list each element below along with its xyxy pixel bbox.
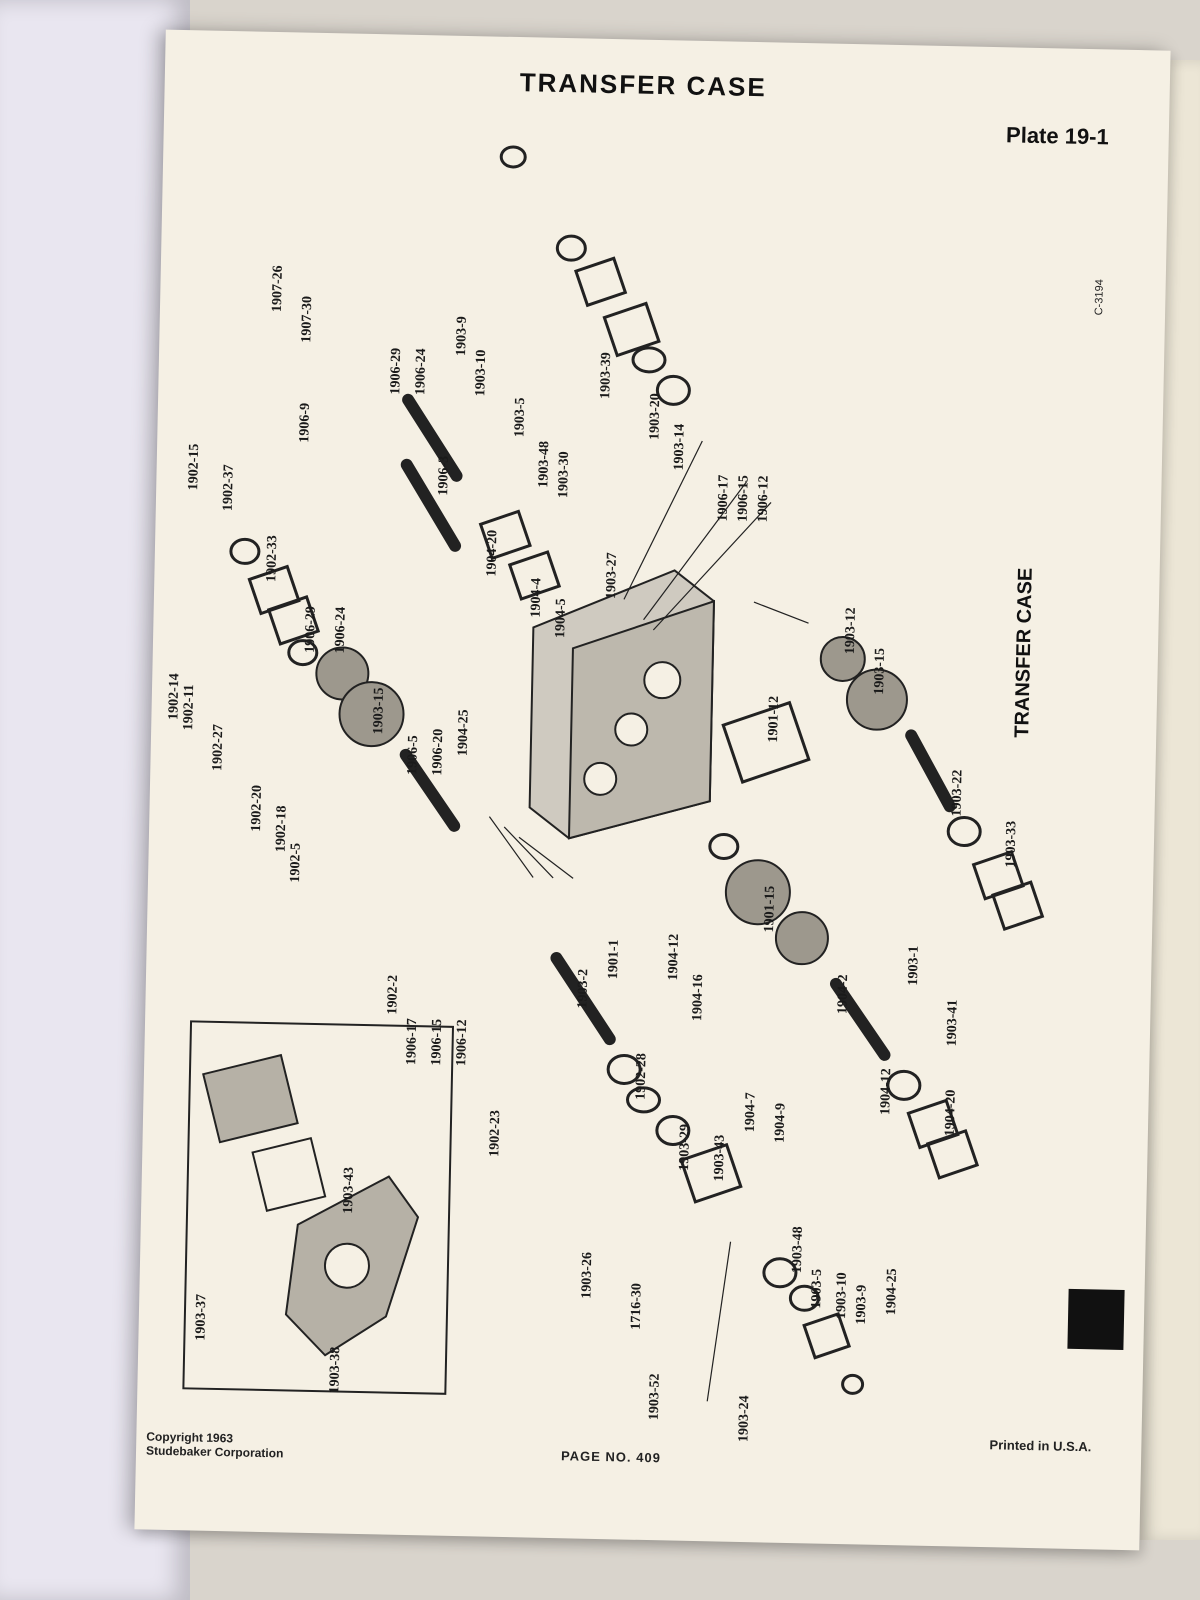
part-label: 1904-12 [666, 933, 682, 981]
shafts [399, 393, 956, 1061]
part-label: 1902-2 [385, 974, 402, 1015]
part-label: 1903-33 [1003, 820, 1020, 868]
part-label: 1906-29 [302, 605, 319, 653]
part-label: 1902-15 [186, 443, 203, 491]
part-label: 1904-12 [878, 1068, 895, 1116]
part-label: 1901-1 [606, 939, 622, 980]
part-label: 1906-15 [429, 1018, 446, 1066]
part-label: 1901-12 [766, 695, 782, 743]
part-label: 1903-26 [579, 1251, 596, 1299]
part-label: 1902-37 [220, 464, 237, 512]
part-label: 1906-17 [404, 1018, 421, 1066]
part-label: 1903-24 [736, 1395, 753, 1443]
part-label: 1903-1 [905, 945, 922, 986]
part-label: 1903-10 [473, 349, 490, 397]
page-number: PAGE NO. 409 [560, 1448, 662, 1466]
part-label: 1906-17 [715, 474, 732, 522]
part-label: 1903-14 [671, 423, 688, 471]
copyright-note: Copyright 1963 Studebaker Corporation [146, 1430, 284, 1461]
part-label: 1903-2 [575, 968, 592, 1009]
part-label: 1903-15 [872, 647, 889, 695]
part-label: 1906-29 [388, 347, 405, 395]
leader-lines [488, 440, 809, 1402]
part-label: 1903-29 [677, 1123, 694, 1171]
part-label: 1716-30 [628, 1282, 645, 1330]
part-label: 1903-22 [949, 769, 966, 817]
catalog-page: TRANSFER CASE Plate 19-1 C-3194 TRANSFER… [134, 29, 1171, 1551]
part-label: 1904-25 [884, 1268, 901, 1316]
part-label: 1903-20 [647, 393, 664, 441]
part-label: 1906-12 [454, 1019, 471, 1067]
part-label: 1902-20 [249, 784, 266, 832]
part-label: 1906-12 [755, 475, 772, 523]
part-label: 1903-48 [789, 1226, 806, 1274]
part-label: 1903-43 [711, 1134, 728, 1182]
part-label: 1904-20 [484, 529, 501, 577]
part-label: 1904-25 [455, 709, 472, 757]
part-label: 1903-30 [556, 451, 573, 499]
part-label: 1903-27 [603, 552, 620, 600]
part-label: 1906-9 [297, 402, 314, 443]
part-label: 1903-41 [944, 999, 961, 1047]
part-label: 1902-23 [487, 1109, 504, 1157]
part-label: 1907-30 [299, 295, 316, 343]
part-label: 1906-15 [735, 475, 752, 522]
inset-detail-box [182, 1020, 455, 1395]
part-label: 1904-9 [772, 1102, 789, 1143]
part-label: 1901-15 [762, 885, 779, 933]
part-label: 1906-24 [332, 606, 349, 654]
part-label: 1904-2 [835, 974, 852, 1015]
transfer-case-housing [528, 569, 715, 840]
part-label: 1904-5 [553, 598, 569, 639]
printed-note: Printed in U.S.A. [989, 1437, 1092, 1455]
part-label: 1904-16 [690, 974, 707, 1022]
part-label: 1904-4 [528, 577, 545, 618]
part-label: 1906-20 [430, 728, 447, 776]
part-label: 1903-9 [454, 316, 470, 357]
part-label: 1903-5 [512, 397, 529, 438]
gear-set [315, 635, 908, 966]
part-label: 1903-15 [371, 687, 388, 735]
company-line: Studebaker Corporation [145, 1443, 284, 1461]
part-label: 1904-20 [942, 1089, 959, 1137]
part-label: 1903-9 [853, 1284, 870, 1325]
part-label: 1902-5 [287, 842, 304, 883]
part-label: 1903-12 [842, 607, 859, 655]
part-label: 1903-38 [327, 1346, 344, 1394]
part-label: 1902-33 [264, 535, 281, 583]
part-label: 1903-10 [833, 1272, 850, 1320]
part-label: 1903-5 [809, 1268, 826, 1309]
part-label: 1903-52 [646, 1373, 663, 1421]
section-tab [1067, 1288, 1125, 1350]
part-label: 1907-26 [269, 265, 286, 313]
part-label: 1902-28 [633, 1053, 650, 1100]
part-label: 1904-7 [742, 1092, 759, 1133]
part-label: 1903-37 [193, 1293, 210, 1341]
exploded-diagram [229, 145, 1045, 1402]
part-label: 1903-48 [536, 440, 553, 488]
part-label: 1902-27 [210, 724, 227, 772]
part-label: 1902-11 [181, 684, 198, 731]
part-label: 1906-24 [413, 348, 430, 396]
inset-diagram [202, 1053, 420, 1357]
part-label: 1903-43 [341, 1166, 358, 1214]
part-label: 1903-39 [598, 352, 615, 400]
part-label: 1906-3 [436, 455, 452, 496]
part-label: 1906-5 [405, 735, 422, 776]
bearings-and-seals [229, 145, 1045, 1395]
